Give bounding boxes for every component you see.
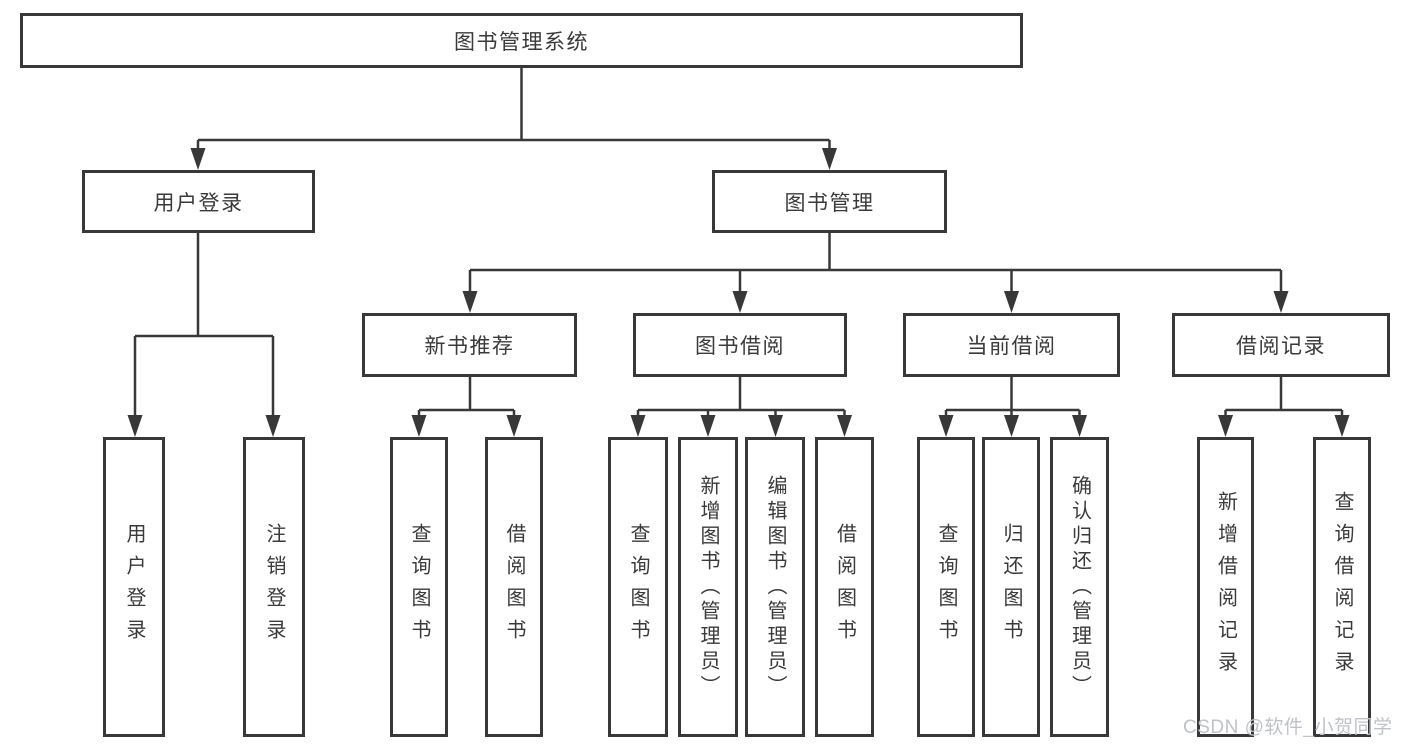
node-current-borrow: 当前借阅 <box>903 313 1120 377</box>
node-new-book-recommend: 新书推荐 <box>362 313 577 377</box>
node-new-book-recommend-label: 新书推荐 <box>424 335 515 358</box>
leaf-borrow-add-books-admin-label: 新增图书（管理员） <box>697 474 719 700</box>
node-root-label: 图书管理系统 <box>454 30 589 54</box>
leaf-current-return-books: 归还图书 <box>982 437 1040 737</box>
node-current-borrow-label: 当前借阅 <box>966 335 1057 358</box>
node-user-login: 用户登录 <box>82 170 315 233</box>
node-borrow-records-label: 借阅记录 <box>1236 335 1326 358</box>
leaf-records-query-record-label: 查询借阅记录 <box>1331 491 1353 683</box>
node-user-login-label: 用户登录 <box>153 191 244 215</box>
leaf-user-login: 用户登录 <box>103 437 165 737</box>
leaf-borrow-query-books-label: 查询图书 <box>627 523 649 651</box>
leaf-records-add-record-label: 新增借阅记录 <box>1214 491 1237 683</box>
leaf-records-add-record: 新增借阅记录 <box>1197 437 1254 737</box>
leaf-current-confirm-return-admin-label: 确认归还（管理员） <box>1068 474 1091 700</box>
leaf-current-query-books-label: 查询图书 <box>935 523 957 651</box>
leaf-recommend-borrow-books: 借阅图书 <box>485 437 543 737</box>
leaf-borrow-borrow-books-label: 借阅图书 <box>833 523 856 651</box>
leaf-borrow-borrow-books: 借阅图书 <box>815 437 874 737</box>
leaf-current-return-books-label: 归还图书 <box>1000 523 1022 651</box>
node-book-borrow-label: 图书借阅 <box>695 335 785 358</box>
leaf-records-query-record: 查询借阅记录 <box>1313 437 1371 737</box>
leaf-user-login-label: 用户登录 <box>123 523 145 651</box>
leaf-borrow-edit-books-admin-label: 编辑图书（管理员） <box>764 474 786 700</box>
leaf-recommend-borrow-books-label: 借阅图书 <box>503 523 525 651</box>
node-book-management: 图书管理 <box>712 170 947 233</box>
leaf-current-confirm-return-admin: 确认归还（管理员） <box>1050 437 1109 737</box>
leaf-logout-label: 注销登录 <box>263 523 285 651</box>
node-book-borrow: 图书借阅 <box>633 313 847 377</box>
leaf-borrow-query-books: 查询图书 <box>608 437 668 737</box>
node-book-management-label: 图书管理 <box>784 191 875 215</box>
watermark: CSDN @软件_小贺同学 <box>1183 717 1393 738</box>
leaf-logout: 注销登录 <box>243 437 305 737</box>
leaf-recommend-query-books: 查询图书 <box>390 437 448 737</box>
node-root: 图书管理系统 <box>20 13 1023 68</box>
leaf-borrow-edit-books-admin: 编辑图书（管理员） <box>745 437 805 737</box>
leaf-recommend-query-books-label: 查询图书 <box>408 523 430 651</box>
leaf-borrow-add-books-admin: 新增图书（管理员） <box>678 437 738 737</box>
node-borrow-records: 借阅记录 <box>1172 313 1390 377</box>
leaf-current-query-books: 查询图书 <box>917 437 975 737</box>
